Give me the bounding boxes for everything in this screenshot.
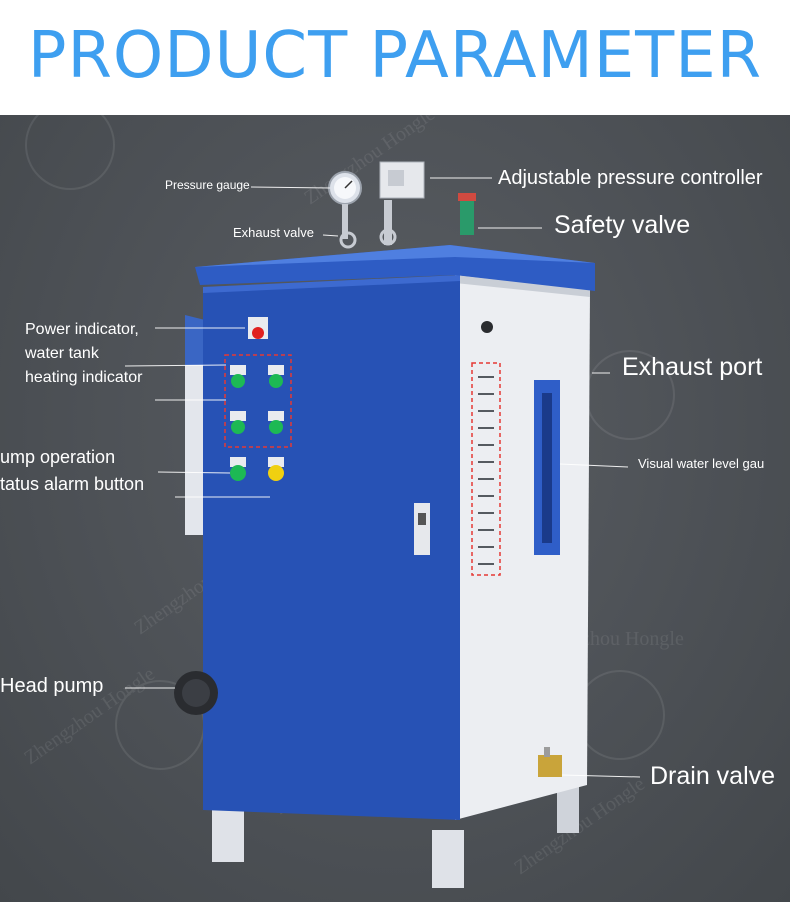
cabinet-leg bbox=[212, 810, 244, 862]
label-power-indicator: Power indicator, water tank heating indi… bbox=[25, 321, 143, 386]
label-pressure-gauge: Pressure gauge bbox=[165, 178, 250, 192]
label-drain-valve: Drain valve bbox=[650, 762, 776, 790]
power-indicator-light bbox=[252, 327, 264, 339]
door-latch bbox=[414, 503, 430, 555]
product-photo: Zhengzhou Hongle Zhengzhou Hongle Zhengz… bbox=[0, 115, 790, 902]
indicator-lights bbox=[230, 365, 284, 434]
label-visual-water-level: Visual water level gau bbox=[638, 456, 765, 471]
page-title: PRODUCT PARAMETER bbox=[27, 19, 763, 93]
cabinet-leg bbox=[557, 785, 579, 833]
alarm-button bbox=[268, 465, 284, 481]
label-pump-operation: ump operation bbox=[0, 447, 116, 467]
label-safety-valve: Safety valve bbox=[554, 211, 691, 239]
boiler-illustration: Zhengzhou Hongle Zhengzhou Hongle Zhengz… bbox=[20, 115, 684, 888]
pump-operation-button bbox=[230, 465, 246, 481]
exhaust-port-hole bbox=[481, 321, 493, 333]
label-status-alarm: tatus alarm button bbox=[0, 474, 145, 494]
label-exhaust-valve: Exhaust valve bbox=[233, 225, 314, 240]
front-panel bbox=[203, 275, 460, 820]
exhaust-valve bbox=[339, 231, 357, 249]
label-exhaust-port: Exhaust port bbox=[622, 353, 763, 381]
side-panel bbox=[455, 275, 590, 820]
drain-valve bbox=[538, 755, 562, 777]
label-adjustable-pressure-controller: Adjustable pressure controller bbox=[498, 167, 763, 189]
label-head-pump: Head pump bbox=[0, 675, 104, 697]
cabinet-leg bbox=[432, 830, 464, 888]
safety-valve bbox=[460, 195, 474, 235]
